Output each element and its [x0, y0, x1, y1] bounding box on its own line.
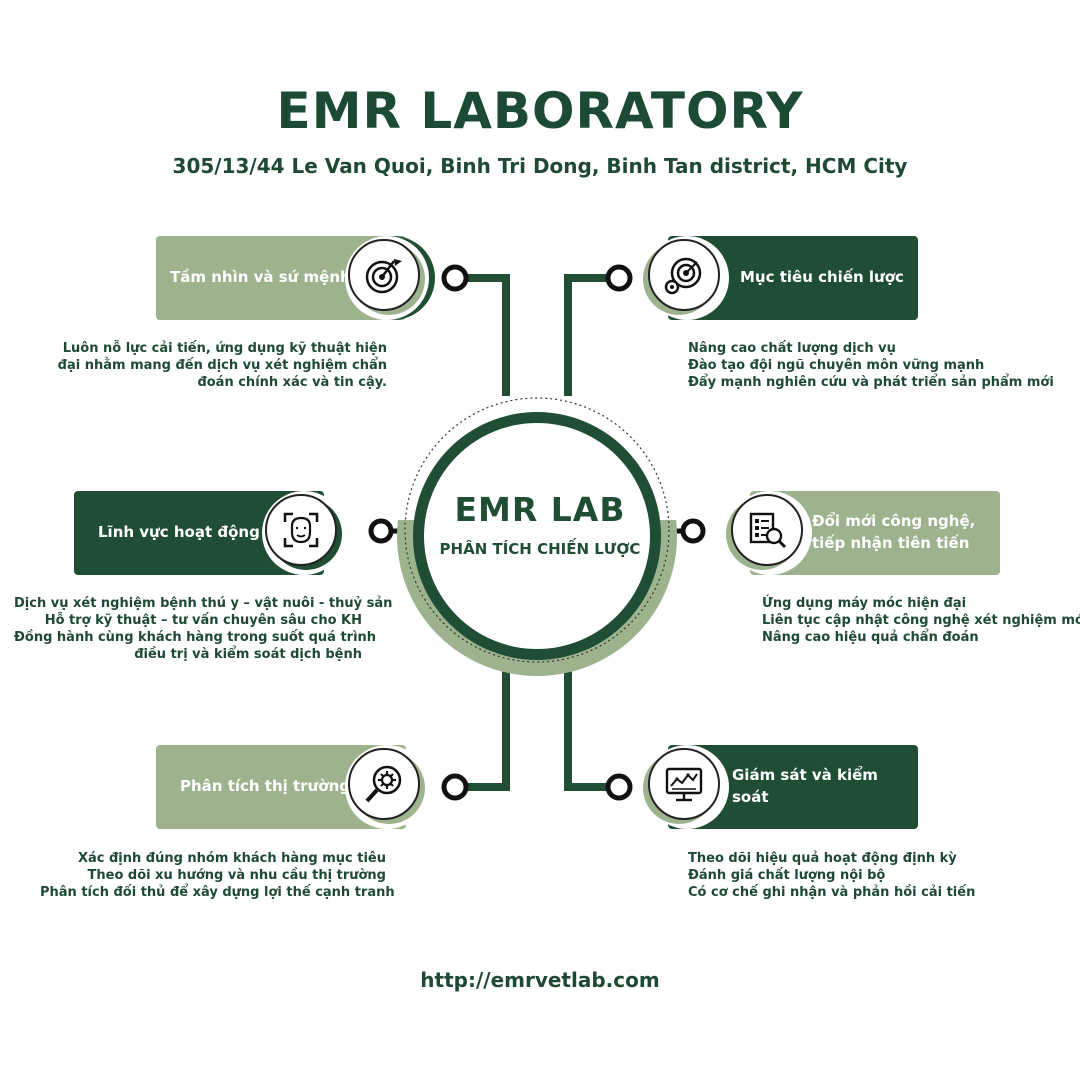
banner-market-label: Phân tích thị trường: [180, 777, 350, 796]
vision-line: đoán chính xác và tin cậy.: [197, 375, 387, 390]
connector-market: [441, 665, 510, 801]
central-hub: [396, 396, 678, 676]
hub-title: EMR LAB: [454, 490, 626, 529]
page-title: EMR LABORATORY: [276, 82, 804, 140]
banner-technology-line: Đổi mới công nghệ,: [812, 512, 976, 531]
market-line: Theo dõi xu hướng và nhu cầu thị trường: [87, 868, 386, 883]
goals-description: Nâng cao chất lượng dịch vụ Đào tạo đội …: [688, 340, 1054, 391]
target-flag-icon: [348, 239, 420, 311]
monitor-chart-icon: [648, 748, 720, 820]
market-line: Phân tích đối thủ để xây dựng lợi thế cạ…: [40, 885, 395, 900]
website-url[interactable]: http://emrvetlab.com: [420, 968, 660, 992]
banner-fields-label: Lĩnh vực hoạt động: [98, 523, 260, 542]
monitoring-description: Theo dõi hiệu quả hoạt động định kỳ Đánh…: [688, 850, 975, 901]
connector-monitoring: [564, 665, 633, 801]
market-icon-wrap: [345, 745, 429, 829]
fields-line: Đồng hành cùng khách hàng trong suốt quá…: [14, 630, 377, 645]
technology-line: Ứng dụng máy móc hiện đại: [762, 596, 967, 611]
magnifier-gear-icon: [348, 748, 420, 820]
banner-technology-line: tiếp nhận tiên tiến: [812, 534, 970, 552]
target-gear-icon: [648, 239, 720, 311]
goals-line: Nâng cao chất lượng dịch vụ: [688, 341, 896, 356]
monitoring-line: Theo dõi hiệu quả hoạt động định kỳ: [688, 851, 957, 866]
hub-subtitle: PHÂN TÍCH CHIẾN LƯỢC: [439, 540, 641, 558]
vision-line: đại nhằm mang đến dịch vụ xét nghiệm chẩ…: [57, 358, 387, 373]
goals-icon-wrap: [645, 236, 729, 320]
fields-icon-wrap: [262, 491, 346, 575]
technology-line: Nâng cao hiệu quả chẩn đoán: [762, 630, 979, 645]
connector-goals: [564, 264, 633, 405]
banner-monitoring-label: Giám sát và kiểm soát: [732, 766, 878, 806]
fields-line: Hỗ trợ kỹ thuật – tư vấn chuyên sâu cho …: [44, 613, 362, 628]
market-line: Xác định đúng nhóm khách hàng mục tiêu: [77, 851, 386, 866]
monitoring-line: Có cơ chế ghi nhận và phản hồi cải tiến: [688, 885, 976, 900]
market-description: Xác định đúng nhóm khách hàng mục tiêu T…: [40, 850, 395, 901]
technology-description: Ứng dụng máy móc hiện đại Liên tục cập n…: [762, 595, 1080, 646]
vision-icon-wrap: [345, 236, 429, 320]
checklist-search-icon: [731, 494, 803, 566]
connector-vision: [441, 264, 510, 405]
technology-icon-wrap: [728, 491, 812, 575]
banner-goals-label: Mục tiêu chiến lược: [740, 268, 904, 287]
face-scan-icon: [265, 494, 337, 566]
goals-line: Đào tạo đội ngũ chuyên môn vững mạnh: [688, 358, 985, 373]
vision-description: Luôn nỗ lực cải tiến, ứng dụng kỹ thuật …: [30, 340, 387, 391]
fields-description: Dịch vụ xét nghiệm bệnh thú y – vật nuôi…: [14, 595, 393, 663]
fields-line: điều trị và kiểm soát dịch bệnh: [134, 647, 362, 662]
address-subtitle: 305/13/44 Le Van Quoi, Binh Tri Dong, Bi…: [172, 154, 908, 178]
banner-technology-label: Đổi mới công nghệ, tiếp nhận tiên tiến: [812, 491, 975, 575]
goals-line: Đẩy mạnh nghiên cứu và phát triển sản ph…: [688, 375, 1054, 390]
monitoring-icon-wrap: [645, 745, 729, 829]
monitoring-line: Đánh giá chất lượng nội bộ: [688, 868, 886, 883]
banner-vision-label: Tầm nhìn và sứ mệnh: [170, 268, 351, 287]
technology-line: Liên tục cập nhật công nghệ xét nghiệm m…: [762, 613, 1080, 628]
fields-line: Dịch vụ xét nghiệm bệnh thú y – vật nuôi…: [14, 596, 393, 611]
vision-line: Luôn nỗ lực cải tiến, ứng dụng kỹ thuật …: [62, 341, 387, 356]
